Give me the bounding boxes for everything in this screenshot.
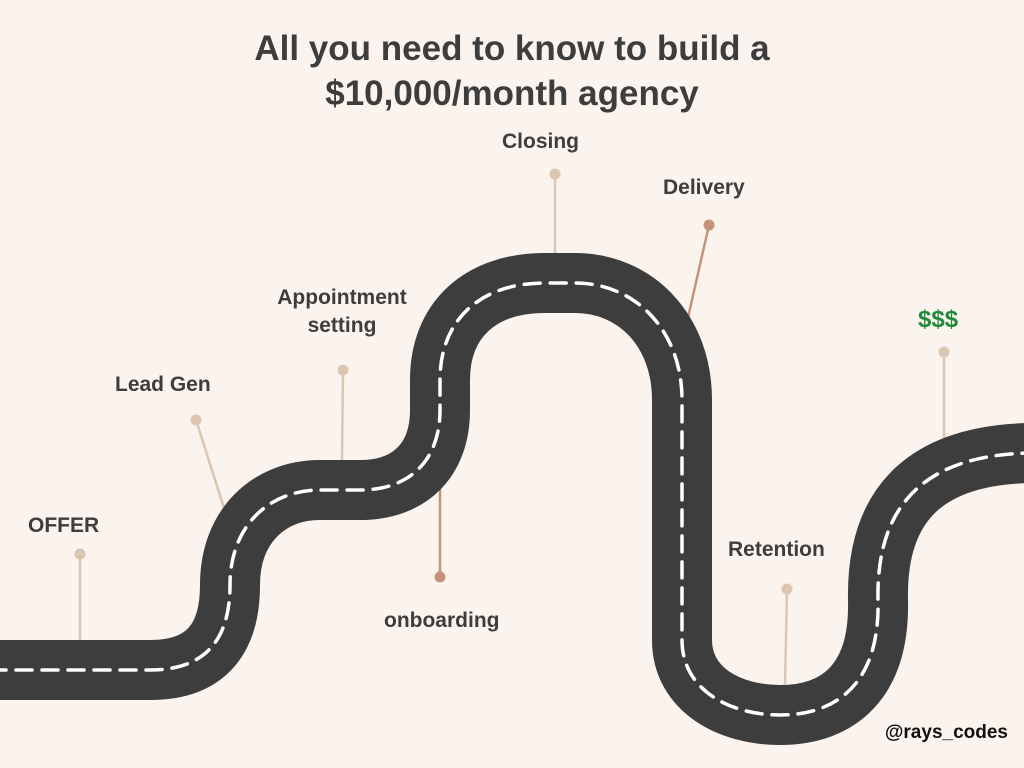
pin-onboarding [434, 488, 446, 583]
pin-closing [549, 168, 561, 253]
author-handle: @rays_codes [884, 722, 1008, 743]
milestone-appointment-setting: Appointment setting [277, 284, 406, 340]
milestone-delivery: Delivery [663, 176, 745, 199]
milestone-appointment-line-1: Appointment [277, 286, 407, 309]
pin-delivery [685, 219, 715, 323]
milestone-retention: Retention [728, 538, 825, 561]
pin-lead-gen [190, 414, 226, 509]
milestone-onboarding: onboarding [384, 609, 500, 632]
pin-money [938, 346, 950, 440]
road-path [0, 253, 1024, 745]
title-line-1: All you need to know to build a [254, 29, 770, 68]
milestone-money: $$$ [918, 306, 959, 333]
milestone-lead-gen: Lead Gen [115, 373, 211, 396]
milestone-offer: OFFER [28, 514, 100, 537]
title-line-2: $10,000/month agency [325, 74, 699, 113]
pin-retention [781, 583, 793, 685]
milestone-closing: Closing [502, 130, 579, 153]
page-title: All you need to know to build a $10,000/… [0, 26, 1024, 116]
road-center-line [0, 281, 1024, 717]
milestone-appointment-line-2: setting [307, 314, 377, 337]
pin-offer [74, 548, 86, 642]
pin-appointment-setting [337, 364, 349, 461]
